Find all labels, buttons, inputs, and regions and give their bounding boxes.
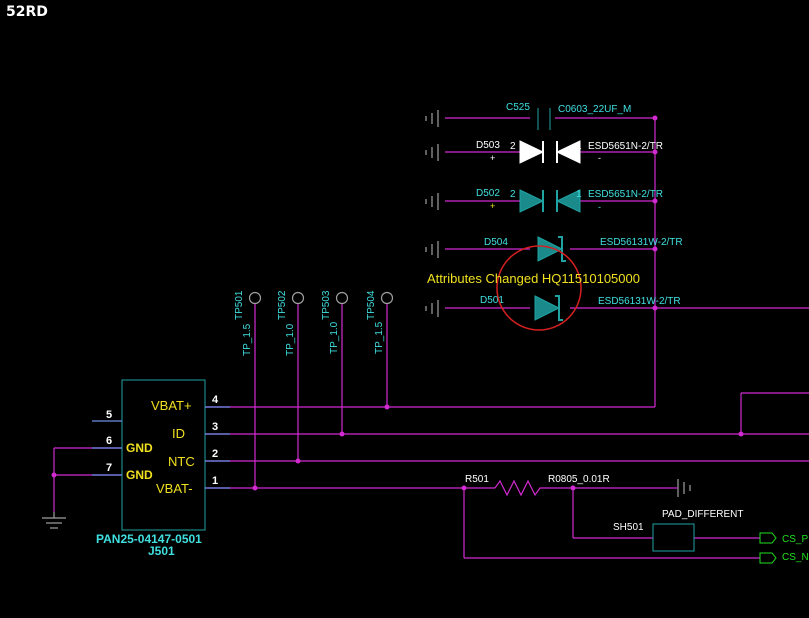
shunt-sh501[interactable]: SH501 PAD_DIFFERENT bbox=[613, 509, 744, 552]
change-highlight-circle bbox=[496, 245, 582, 331]
pin-1-name: VBAT- bbox=[156, 481, 193, 496]
resistor-r501[interactable]: R501 R0805_0.01R bbox=[465, 474, 610, 497]
d503-pin-left: 2 bbox=[510, 141, 516, 152]
sh501-ref: SH501 bbox=[613, 522, 644, 533]
d501-ref: D501 bbox=[480, 295, 504, 306]
pin-7-num: 7 bbox=[106, 462, 112, 474]
d502-pol-left: + bbox=[490, 201, 495, 211]
d501-part: ESD56131W-2/TR bbox=[598, 296, 681, 307]
pin-4-name: VBAT+ bbox=[151, 398, 192, 413]
offpage-cs-n-label: CS_N bbox=[782, 552, 809, 563]
d502-pin-right: 1 bbox=[576, 189, 582, 200]
diode-d504[interactable]: D504 ESD56131W-2/TR bbox=[484, 236, 683, 262]
tp502-ref: TP502 bbox=[277, 290, 288, 320]
diode-d501[interactable]: D501 ESD56131W-2/TR bbox=[480, 295, 681, 321]
offpage-cs-n[interactable]: CS_N bbox=[759, 552, 809, 564]
pin-2-num: 2 bbox=[212, 448, 218, 460]
tp501-value: TP_1.5 bbox=[242, 323, 253, 356]
sh501-value: PAD_DIFFERENT bbox=[662, 509, 744, 520]
connector-j501[interactable]: 4 VBAT+ 3 ID 2 NTC 1 VBAT- 5 6 GND 7 GND… bbox=[92, 379, 230, 558]
d503-pol-right: - bbox=[598, 153, 601, 163]
offpage-connectors: CS_P CS_N bbox=[759, 532, 809, 564]
d503-ref: D503 bbox=[476, 140, 500, 151]
d504-ref: D504 bbox=[484, 237, 508, 248]
tp503-ref: TP503 bbox=[321, 290, 332, 320]
pin-3-name: ID bbox=[172, 426, 185, 441]
pin-3-num: 3 bbox=[212, 421, 218, 433]
r501-ref: R501 bbox=[465, 474, 489, 485]
sheet-label: 52RD bbox=[6, 4, 48, 20]
tp502-value: TP_1.0 bbox=[285, 323, 296, 356]
testpoint-tp501[interactable]: TP501 TP_1.5 bbox=[234, 290, 262, 356]
pin-7-name: GND bbox=[126, 468, 153, 482]
d503-part: ESD5651N-2/TR bbox=[588, 141, 663, 152]
pin-2-name: NTC bbox=[168, 454, 195, 469]
d504-part: ESD56131W-2/TR bbox=[600, 237, 683, 248]
d502-ref: D502 bbox=[476, 188, 500, 199]
pin-6-name: GND bbox=[126, 441, 153, 455]
ground-symbols bbox=[42, 110, 691, 529]
testpoint-tp504[interactable]: TP504 TP_1.5 bbox=[366, 290, 394, 354]
pin-1-num: 1 bbox=[212, 475, 218, 487]
pin-6-num: 6 bbox=[106, 435, 112, 447]
change-annotation: Attributes Changed HQ11510105000 bbox=[427, 271, 640, 286]
d502-part: ESD5651N-2/TR bbox=[588, 189, 663, 200]
tp504-value: TP_1.5 bbox=[374, 321, 385, 354]
pin-5-num: 5 bbox=[106, 409, 112, 421]
testpoints: TP501 TP_1.5 TP502 TP_1.0 TP503 TP_1.0 T… bbox=[234, 290, 394, 356]
diode-d503[interactable]: D503 2 1 + - ESD5651N-2/TR bbox=[476, 140, 663, 164]
tp504-ref: TP504 bbox=[366, 290, 377, 320]
testpoint-tp502[interactable]: TP502 TP_1.0 bbox=[277, 290, 305, 356]
offpage-cs-p-label: CS_P bbox=[782, 534, 808, 545]
diode-d502[interactable]: D502 2 1 + - ESD5651N-2/TR bbox=[476, 188, 663, 213]
offpage-cs-p[interactable]: CS_P bbox=[759, 532, 808, 545]
d503-pol-left: + bbox=[490, 153, 495, 163]
c525-value: C0603_22UF_M bbox=[558, 104, 631, 115]
r501-value: R0805_0.01R bbox=[548, 474, 610, 485]
d503-pin-right: 1 bbox=[576, 141, 582, 152]
d502-pol-right: - bbox=[598, 202, 601, 212]
pin-4-num: 4 bbox=[212, 394, 219, 406]
j501-part: PAN25-04147-0501 bbox=[96, 532, 202, 546]
tp503-value: TP_1.0 bbox=[329, 321, 340, 354]
d502-pin-left: 2 bbox=[510, 189, 516, 200]
capacitor-c525[interactable]: C525 C0603_22UF_M bbox=[506, 102, 631, 130]
c525-ref: C525 bbox=[506, 102, 530, 113]
j501-ref: J501 bbox=[148, 544, 175, 558]
junctions bbox=[51, 115, 744, 491]
testpoint-tp503[interactable]: TP503 TP_1.0 bbox=[321, 290, 349, 354]
tp501-ref: TP501 bbox=[234, 290, 245, 320]
